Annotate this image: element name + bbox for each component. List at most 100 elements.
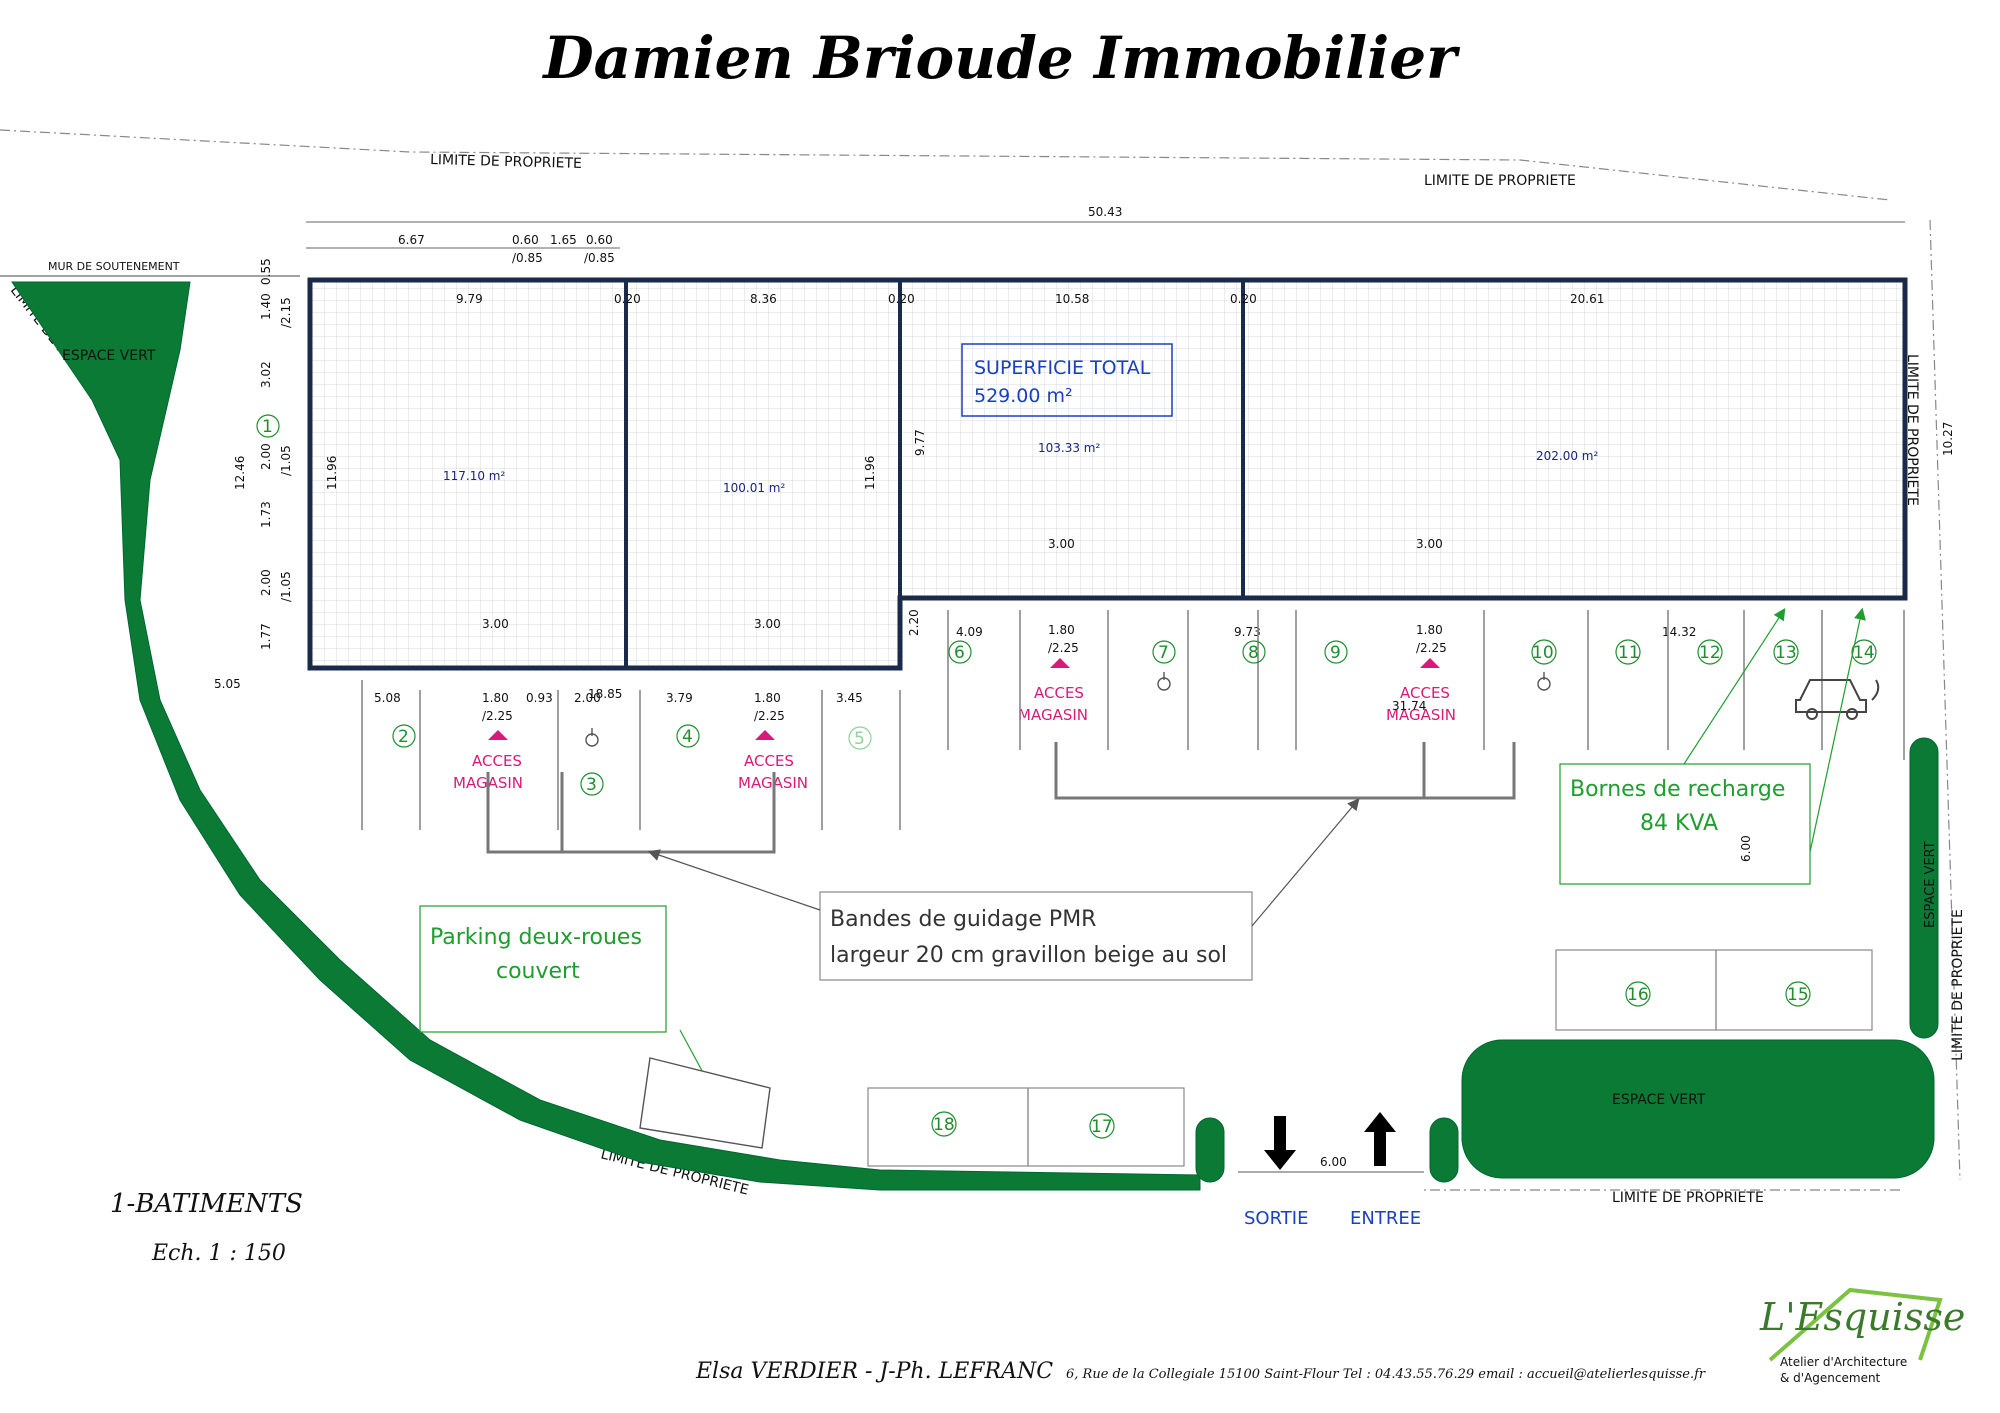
dim-18-85: 18.85: [588, 687, 622, 701]
property-limit-lines: [0, 129, 1961, 1191]
dim-14-32: 14.32: [1662, 625, 1696, 639]
spot-17: 17: [1091, 1117, 1113, 1137]
dim-5-05: 5.05: [214, 677, 241, 691]
dim-mid-9-77: 9.77: [913, 429, 927, 456]
unit-4-area: 202.00 m²: [1536, 449, 1598, 463]
dim-2-20: 2.20: [907, 609, 921, 636]
dim-mid-11-96: 11.96: [863, 456, 877, 490]
exit-arrow-icon: [1264, 1116, 1296, 1170]
spot-15: 15: [1787, 985, 1809, 1005]
door-2-dim-a: 1.80: [754, 691, 781, 705]
wall-thickness-2: 0.20: [888, 292, 915, 306]
spot-8: 8: [1248, 643, 1259, 663]
dim-31-74: 31.74: [1392, 699, 1426, 713]
property-limit-label-bottom-right: LIMITE DE PROPRIETE: [1612, 1190, 1764, 1206]
green-space-label-left: ESPACE VERT: [62, 348, 156, 364]
spot-3: 3: [586, 775, 597, 795]
dim-left-1-77: 1.77: [259, 623, 273, 650]
spot-6: 6: [954, 643, 965, 663]
entry-label: ENTREE: [1350, 1208, 1421, 1229]
dim-9-73: 9.73: [1234, 625, 1261, 639]
bottom-parking: [867, 949, 1873, 1167]
total-area-box: [961, 343, 1173, 417]
dim-0-85-a: /0.85: [512, 251, 543, 265]
dim-6-00-gate: 6.00: [1320, 1155, 1347, 1169]
store-access-group: [488, 658, 1440, 740]
store-access-4-line1: ACCES: [1400, 684, 1450, 702]
dim-left-11-96: 11.96: [325, 456, 339, 490]
dim-right-10-27: 10.27: [1941, 422, 1955, 456]
building: [307, 277, 1908, 671]
unit-2-width: 8.36: [750, 292, 777, 306]
property-limit-label-far-right: LIMITE DE PROPRIETE: [1950, 909, 1966, 1061]
door-4-width: 3.00: [1416, 537, 1443, 551]
bike-parking-line2: couvert: [496, 959, 580, 984]
wheelchair-icon: [585, 672, 1551, 747]
bike-parking-line1: Parking deux-roues: [430, 925, 642, 950]
dim-overall: 50.43: [1088, 205, 1122, 219]
entry-arrow-icon: [1364, 1112, 1396, 1166]
unit-2-area: 100.01 m²: [723, 481, 785, 495]
spot-10: 10: [1532, 643, 1554, 663]
door-3-dim-a: 1.80: [1048, 623, 1075, 637]
logo-name: L'Esquisse: [1759, 1295, 1965, 1339]
exit-label: SORTIE: [1244, 1208, 1308, 1229]
store-access-1-line1: ACCES: [472, 752, 522, 770]
spot-4: 4: [682, 727, 693, 747]
charging-box: [1559, 763, 1811, 885]
dim-6-00-right: 6.00: [1739, 835, 1753, 862]
dim-0-93: 0.93: [526, 691, 553, 705]
door-4-dim-b: /2.25: [1416, 641, 1447, 655]
logo-sub1: Atelier d'Architecture: [1780, 1355, 1907, 1369]
wall-thickness-3: 0.20: [1230, 292, 1257, 306]
door-3-width: 3.00: [1048, 537, 1075, 551]
dim-left-1-05-a: /1.05: [279, 445, 293, 476]
charging-line2: 84 KVA: [1640, 811, 1718, 836]
door-1-dim-a: 1.80: [482, 691, 509, 705]
store-access-3-line1: ACCES: [1034, 684, 1084, 702]
spot-5: 5: [854, 729, 865, 749]
spot-9: 9: [1330, 643, 1341, 663]
footer-address: 6, Rue de la Collegiale 15100 Saint-Flou…: [1066, 1367, 1706, 1382]
door-1-width: 3.00: [482, 617, 509, 631]
unit-4-width: 20.61: [1570, 292, 1604, 306]
charging-line1: Bornes de recharge: [1570, 777, 1785, 802]
spot-11: 11: [1618, 643, 1640, 663]
pmr-guidance-bands: [486, 742, 1516, 854]
page-title: Damien Brioude Immobilier: [541, 24, 1461, 92]
property-limit-label-right: LIMITE DE PROPRIETE: [1904, 354, 1920, 506]
spot-2: 2: [398, 727, 409, 747]
spot-16: 16: [1627, 985, 1649, 1005]
green-island-right: [1429, 1117, 1459, 1183]
pmr-pointers: [647, 798, 1360, 927]
green-space-label-big: ESPACE VERT: [1612, 1092, 1706, 1108]
store-access-2-line1: ACCES: [744, 752, 794, 770]
dim-0-60-a: 0.60: [512, 233, 539, 247]
sheet-label: 1-BATIMENTS: [110, 1189, 303, 1219]
total-area-label: SUPERFICIE TOTAL: [974, 357, 1151, 379]
unit-3-area: 103.33 m²: [1038, 441, 1100, 455]
green-space-big: [1461, 1039, 1935, 1179]
unit-3-width: 10.58: [1055, 292, 1089, 306]
door-2-width: 3.00: [754, 617, 781, 631]
spot-18: 18: [933, 1115, 955, 1135]
green-space-label-right: ESPACE VERT: [1923, 841, 1938, 928]
dim-0-60-b: 0.60: [586, 233, 613, 247]
green-space-right-strip: [1909, 737, 1939, 1039]
pmr-note-box: [819, 891, 1253, 981]
store-access-4-line2: MAGASIN: [1386, 706, 1456, 724]
spot-12: 12: [1699, 643, 1721, 663]
parking-spot-lines: [361, 610, 1905, 830]
dim-left-1-40: 1.40: [259, 293, 273, 320]
dim-1-65: 1.65: [550, 233, 577, 247]
dim-0-85-b: /0.85: [584, 251, 615, 265]
total-area-value: 529.00 m²: [974, 385, 1073, 407]
bike-shelter: [639, 1057, 771, 1149]
dim-2-00: 2.00: [574, 691, 601, 705]
property-limit-label-top: LIMITE DE PROPRIETE: [430, 152, 582, 172]
dim-left-2-00-a: 2.00: [259, 443, 273, 470]
property-limit-label-top-right: LIMITE DE PROPRIETE: [1424, 173, 1576, 189]
logo-sub2: & d'Agencement: [1780, 1371, 1881, 1385]
dim-5-08: 5.08: [374, 691, 401, 705]
spot-1: 1: [262, 417, 273, 437]
